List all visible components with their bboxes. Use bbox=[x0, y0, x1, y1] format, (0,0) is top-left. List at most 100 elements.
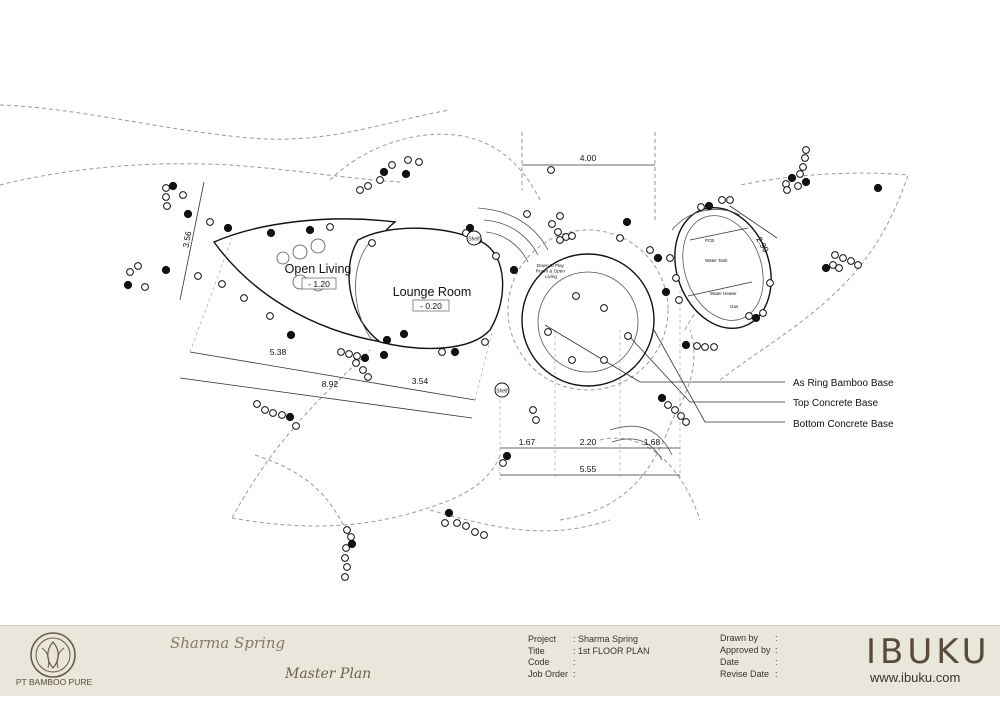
bamboo-post bbox=[471, 528, 479, 536]
concrete-base-post bbox=[661, 287, 671, 297]
bamboo-post bbox=[548, 220, 556, 228]
concrete-base-post bbox=[183, 209, 193, 219]
bamboo-post-symbols bbox=[123, 146, 883, 581]
bamboo-post bbox=[462, 522, 470, 530]
bamboo-post bbox=[240, 294, 248, 302]
dim-1-68: 1.68 bbox=[644, 437, 661, 447]
dim-8-92: 8.92 bbox=[322, 379, 339, 389]
bamboo-post bbox=[179, 191, 187, 199]
bamboo-post bbox=[701, 343, 709, 351]
bamboo-post bbox=[664, 401, 672, 409]
concrete-base-post bbox=[360, 353, 370, 363]
concrete-base-post bbox=[379, 350, 389, 360]
concrete-base-post bbox=[509, 265, 519, 275]
bamboo-post bbox=[666, 254, 674, 262]
bamboo-post bbox=[677, 412, 685, 420]
lounge-room-outline bbox=[348, 227, 504, 350]
concrete-base-post bbox=[285, 412, 295, 422]
legend-top-concrete-base: Top Concrete Base bbox=[793, 398, 878, 409]
shelf-marker: Shelf bbox=[466, 230, 482, 246]
bamboo-post bbox=[529, 406, 537, 414]
bamboo-post bbox=[839, 254, 847, 262]
dim-5-55: 5.55 bbox=[580, 464, 597, 474]
concrete-base-post bbox=[444, 508, 454, 518]
bamboo-post bbox=[568, 356, 576, 364]
bamboo-post bbox=[342, 544, 350, 552]
bamboo-post bbox=[194, 272, 202, 280]
bamboo-pure-logo-icon bbox=[30, 632, 76, 678]
bamboo-post bbox=[141, 283, 149, 291]
approval-fields: Drawn by: Approved by: Date: Revise Date… bbox=[720, 632, 778, 680]
open-living-level: - 1.20 bbox=[308, 279, 330, 289]
legend-ring-bamboo-base: As Ring Bamboo Base bbox=[793, 378, 894, 389]
bamboo-post bbox=[568, 232, 576, 240]
bamboo-post bbox=[600, 304, 608, 312]
bamboo-post bbox=[326, 223, 334, 231]
concrete-base-post bbox=[787, 173, 797, 183]
title-block: PT BAMBOO PURE Sharma Spring Master Plan… bbox=[0, 625, 1000, 696]
bamboo-post bbox=[364, 373, 372, 381]
bamboo-post bbox=[352, 359, 360, 367]
bamboo-post bbox=[341, 573, 349, 581]
water-tank-label: Water Tank bbox=[705, 258, 728, 263]
bamboo-post bbox=[343, 526, 351, 534]
bamboo-post bbox=[343, 563, 351, 571]
field-date: Date: bbox=[720, 657, 778, 667]
bamboo-post bbox=[356, 186, 364, 194]
bamboo-post bbox=[697, 203, 705, 211]
bathroom-pod bbox=[671, 206, 772, 330]
concrete-base-post bbox=[305, 225, 315, 235]
bamboo-post bbox=[341, 554, 349, 562]
bamboo-post bbox=[278, 411, 286, 419]
shelf-label: Shelf bbox=[496, 389, 508, 395]
concrete-base-post bbox=[401, 169, 411, 179]
bamboo-post bbox=[835, 264, 843, 272]
company-name: PT BAMBOO PURE bbox=[15, 677, 93, 687]
play-room-note: Down to Play Room & Open Living bbox=[536, 263, 566, 279]
bamboo-post bbox=[745, 312, 753, 320]
field-revise-date: Revise Date: bbox=[720, 669, 778, 679]
sheet-name-script: Master Plan bbox=[285, 666, 372, 682]
field-job-order: Job Order: bbox=[528, 668, 576, 679]
bamboo-post bbox=[126, 268, 134, 276]
field-code: Code: bbox=[528, 657, 576, 667]
dim-3-56: 3.56 bbox=[181, 230, 194, 248]
bamboo-post bbox=[799, 163, 807, 171]
bamboo-post bbox=[269, 409, 277, 417]
bamboo-post bbox=[829, 261, 837, 269]
bamboo-post bbox=[266, 312, 274, 320]
concrete-base-post bbox=[751, 313, 761, 323]
open-living-label: Open Living bbox=[285, 262, 352, 276]
brand-logo-text: IBUKU bbox=[866, 632, 991, 672]
bamboo-post bbox=[796, 170, 804, 178]
brand-url[interactable]: www.ibuku.com bbox=[870, 670, 961, 685]
bamboo-post bbox=[441, 519, 449, 527]
bamboo-post bbox=[404, 156, 412, 164]
dimension-lines bbox=[179, 164, 778, 480]
lounge-room-level: - 0.20 bbox=[420, 301, 442, 311]
bamboo-post bbox=[292, 422, 300, 430]
bamboo-post bbox=[556, 212, 564, 220]
concrete-base-post bbox=[266, 228, 276, 238]
bamboo-post bbox=[532, 416, 540, 424]
bamboo-post bbox=[261, 406, 269, 414]
bamboo-post bbox=[766, 279, 774, 287]
bamboo-post bbox=[572, 292, 580, 300]
floor-plan-drawing: Shelf Shelf Open Living - 1.20 Lounge Ro… bbox=[0, 104, 909, 581]
bamboo-post bbox=[388, 161, 396, 169]
gas-label: Gas bbox=[730, 304, 739, 309]
bamboo-post bbox=[726, 196, 734, 204]
bamboo-post bbox=[499, 459, 507, 467]
concrete-base-post bbox=[379, 167, 389, 177]
bamboo-post bbox=[556, 236, 564, 244]
bamboo-post bbox=[646, 246, 654, 254]
dim-3-54: 3.54 bbox=[412, 376, 429, 386]
concrete-base-post bbox=[382, 335, 392, 345]
dim-1-67: 1.67 bbox=[519, 437, 536, 447]
dim-4-00: 4.00 bbox=[580, 153, 597, 163]
bamboo-post bbox=[481, 338, 489, 346]
bamboo-post bbox=[624, 332, 632, 340]
bamboo-post bbox=[162, 193, 170, 201]
bamboo-post bbox=[163, 202, 171, 210]
bamboo-post bbox=[801, 154, 809, 162]
